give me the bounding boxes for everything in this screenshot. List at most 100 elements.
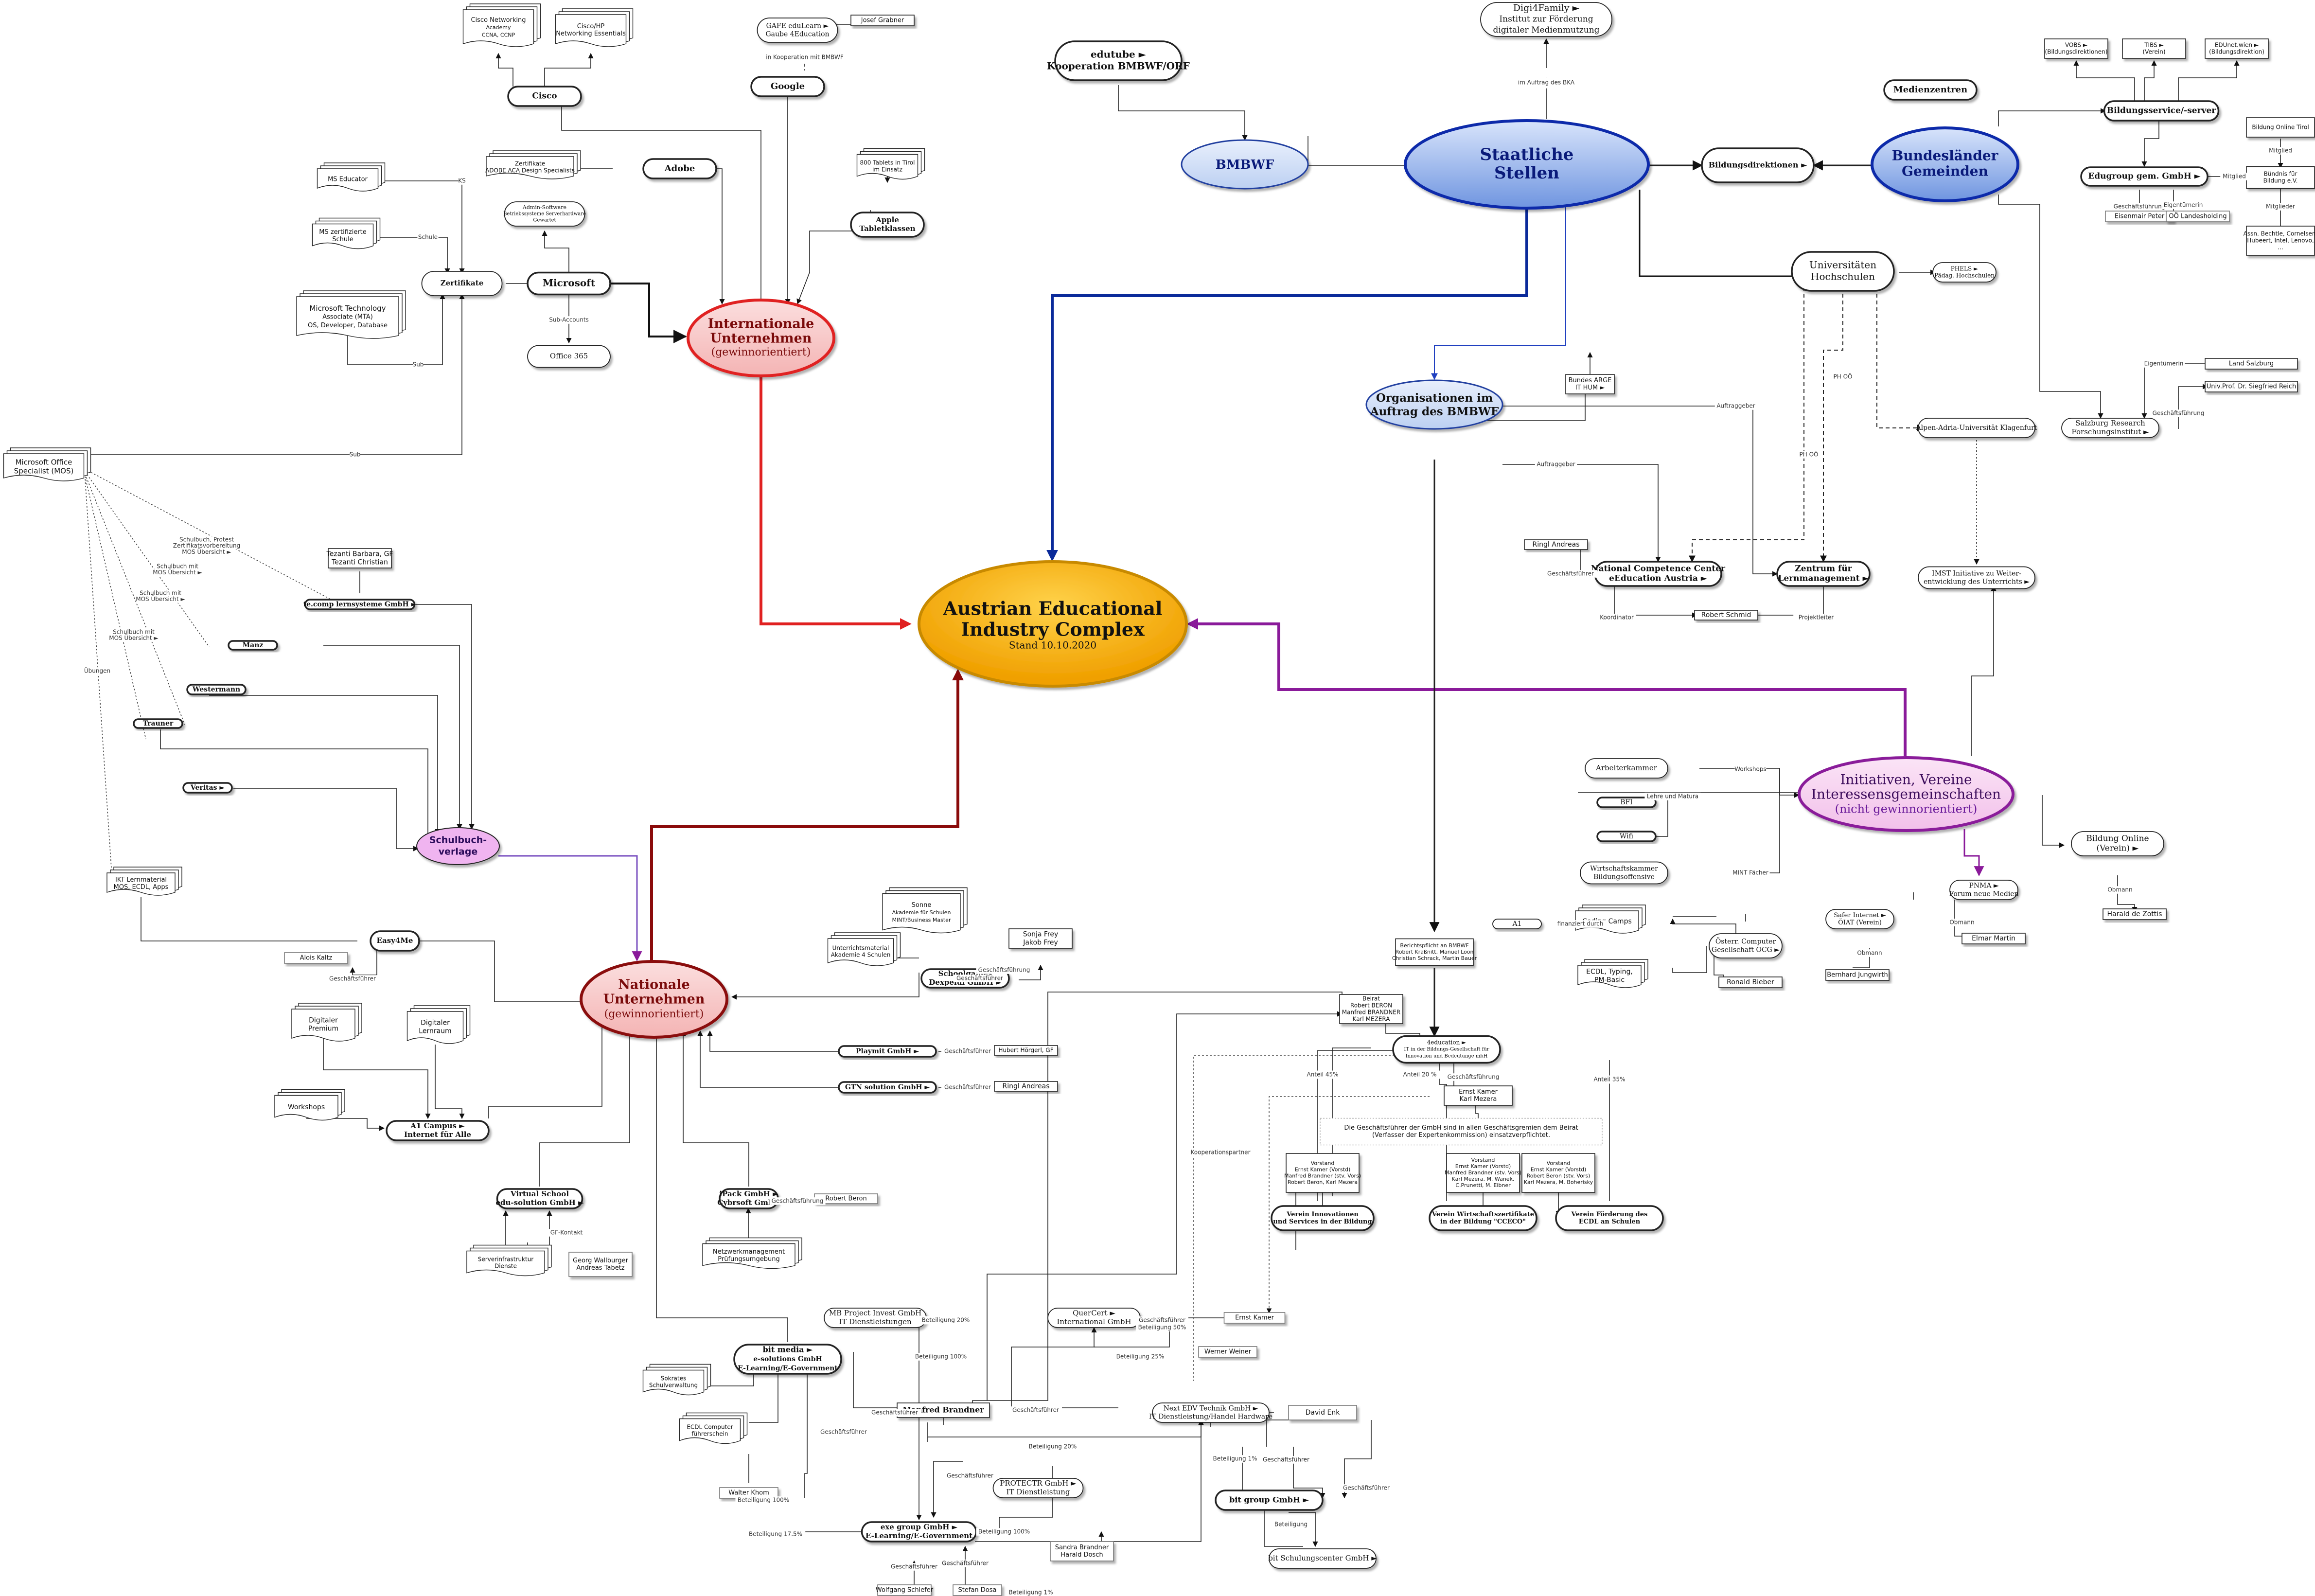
node-ronald[interactable]: Ronald Bieber: [1718, 976, 1783, 988]
node-google[interactable]: Google: [750, 76, 825, 97]
node-hubert[interactable]: Hubert Hörgerl, GF: [994, 1045, 1058, 1056]
node-edunet[interactable]: EDUnet.wien ►(Bildungsdirektion): [2205, 38, 2269, 59]
node-stefan[interactable]: Stefan Dosa: [953, 1584, 1002, 1596]
node-bfi[interactable]: BFI: [1596, 797, 1657, 808]
node-robert-schmid[interactable]: Robert Schmid: [1694, 610, 1758, 621]
node-mitglieder-list[interactable]: Assn. Bechtle, Cornelsen,Hubeert, Intel,…: [2244, 226, 2315, 256]
node-bit-schulung[interactable]: bit Schulungscenter GmbH ►: [1268, 1548, 1377, 1569]
node-office365[interactable]: Office 365: [527, 345, 611, 368]
node-gtn[interactable]: GTN solution GmbH ►: [838, 1081, 937, 1094]
node-workshops[interactable]: Workshops: [274, 1089, 345, 1121]
node-manz[interactable]: Manz: [228, 640, 278, 651]
node-adobe[interactable]: Adobe: [642, 158, 717, 179]
node-westermann[interactable]: Westermann: [186, 684, 247, 695]
node-robert-beron[interactable]: Robert Beron: [814, 1193, 878, 1204]
node-bildung-tirol[interactable]: Bildung Online Tirol: [2246, 117, 2315, 138]
node-arbeiterkammer[interactable]: Arbeiterkammer: [1585, 758, 1668, 779]
node-playmit[interactable]: Playmit GmbH ►: [838, 1045, 937, 1058]
node-josef[interactable]: Josef Grabner: [850, 15, 915, 26]
node-uni-prof[interactable]: Univ.Prof. Dr. Siegfried Reich: [2205, 381, 2298, 392]
node-quercert[interactable]: QuerCert ►International GmbH: [1047, 1308, 1141, 1328]
nationale-node[interactable]: [580, 960, 728, 1039]
node-ringl-andreas[interactable]: Ringl Andreas: [1524, 539, 1588, 550]
node-david-enk[interactable]: David Enk: [1288, 1405, 1357, 1420]
node-edutube[interactable]: edutube ►Kooperation BMBWF/ORF: [1047, 40, 1190, 81]
node-alois-kaltz[interactable]: Alois Kaltz: [284, 952, 348, 964]
node-bildungsdirektionen[interactable]: Bildungsdirektionen ►: [1701, 147, 1815, 183]
node-wifi[interactable]: Wifi: [1596, 831, 1657, 842]
node-bernhard[interactable]: Bernhard Jungwirth: [1825, 969, 1890, 981]
node-a1-campus[interactable]: A1 Campus ►Internet für Alle: [386, 1120, 490, 1141]
bundeslaender-node[interactable]: [1871, 126, 2019, 202]
staatliche-node[interactable]: [1404, 119, 1650, 210]
node-edugroup[interactable]: Edugroup gem. GmbH ►: [2080, 166, 2209, 187]
node-oo-landes[interactable]: OÖ Landesholding: [2166, 211, 2230, 222]
node-imst[interactable]: IMST Initiative zu Weiter-entwicklung de…: [1918, 566, 2035, 589]
node-ringl[interactable]: Ringl Andreas: [994, 1081, 1058, 1092]
node-medienzentren[interactable]: Medienzentren: [1883, 79, 1978, 101]
node-ms-educator[interactable]: MS Educator: [317, 162, 386, 192]
node-4education[interactable]: 4education ►IT in der Bildungs-Gesellsch…: [1392, 1035, 1501, 1064]
node-gafe[interactable]: GAFE eduLearn ►Gaube 4Education: [757, 18, 838, 43]
node-phels[interactable]: PHELS ►Pädag. Hochschulen: [1932, 262, 1997, 283]
center-node[interactable]: [918, 560, 1188, 688]
node-walter-khom[interactable]: Walter Khom: [719, 1487, 778, 1499]
node-tecomp[interactable]: te.comp lernsysteme GmbH ►: [303, 599, 417, 610]
node-easy4me[interactable]: Easy4Me: [370, 930, 420, 952]
node-ernst-kamer[interactable]: Ernst Kamer: [1223, 1312, 1286, 1324]
node-next-edv[interactable]: Next EDV Technik GmbH ►IT Dienstleistung…: [1149, 1402, 1272, 1423]
node-digi4family[interactable]: Digi4Family ►Institut zur Förderungdigit…: [1480, 2, 1612, 37]
node-land-salzburg[interactable]: Land Salzburg: [2205, 358, 2298, 370]
node-bildung-online[interactable]: Bildung Online(Verein) ►: [2071, 831, 2164, 856]
initiativen-node[interactable]: [1798, 756, 2015, 832]
node-zertifikate[interactable]: Zertifikate: [421, 271, 503, 296]
node-alpen-adria[interactable]: Alpen-Adria-Universität Klagenfurt: [1916, 418, 2037, 438]
node-cisco[interactable]: Cisco: [507, 86, 582, 107]
node-veritas[interactable]: Veritas ►: [182, 782, 233, 794]
node-note-gf[interactable]: Die Geschäftsführer der GmbH sind in all…: [1320, 1117, 1603, 1146]
node-tibs[interactable]: TIBS ►(Verein): [2122, 38, 2186, 59]
node-trauner[interactable]: Trauner: [133, 718, 183, 729]
node-elmar[interactable]: Elmar Martin: [1962, 933, 2026, 944]
node-bit-media[interactable]: bit media ►e-solutions GmbHE-Learning/E-…: [733, 1344, 842, 1375]
internationale-node[interactable]: [687, 299, 835, 377]
bmbwf-node[interactable]: [1181, 139, 1309, 190]
node-protectr[interactable]: PROTECTR GmbH ►IT Dienstleistung: [992, 1478, 1084, 1498]
schulbuch-node[interactable]: [416, 827, 500, 865]
organisationen-node[interactable]: [1365, 379, 1503, 430]
